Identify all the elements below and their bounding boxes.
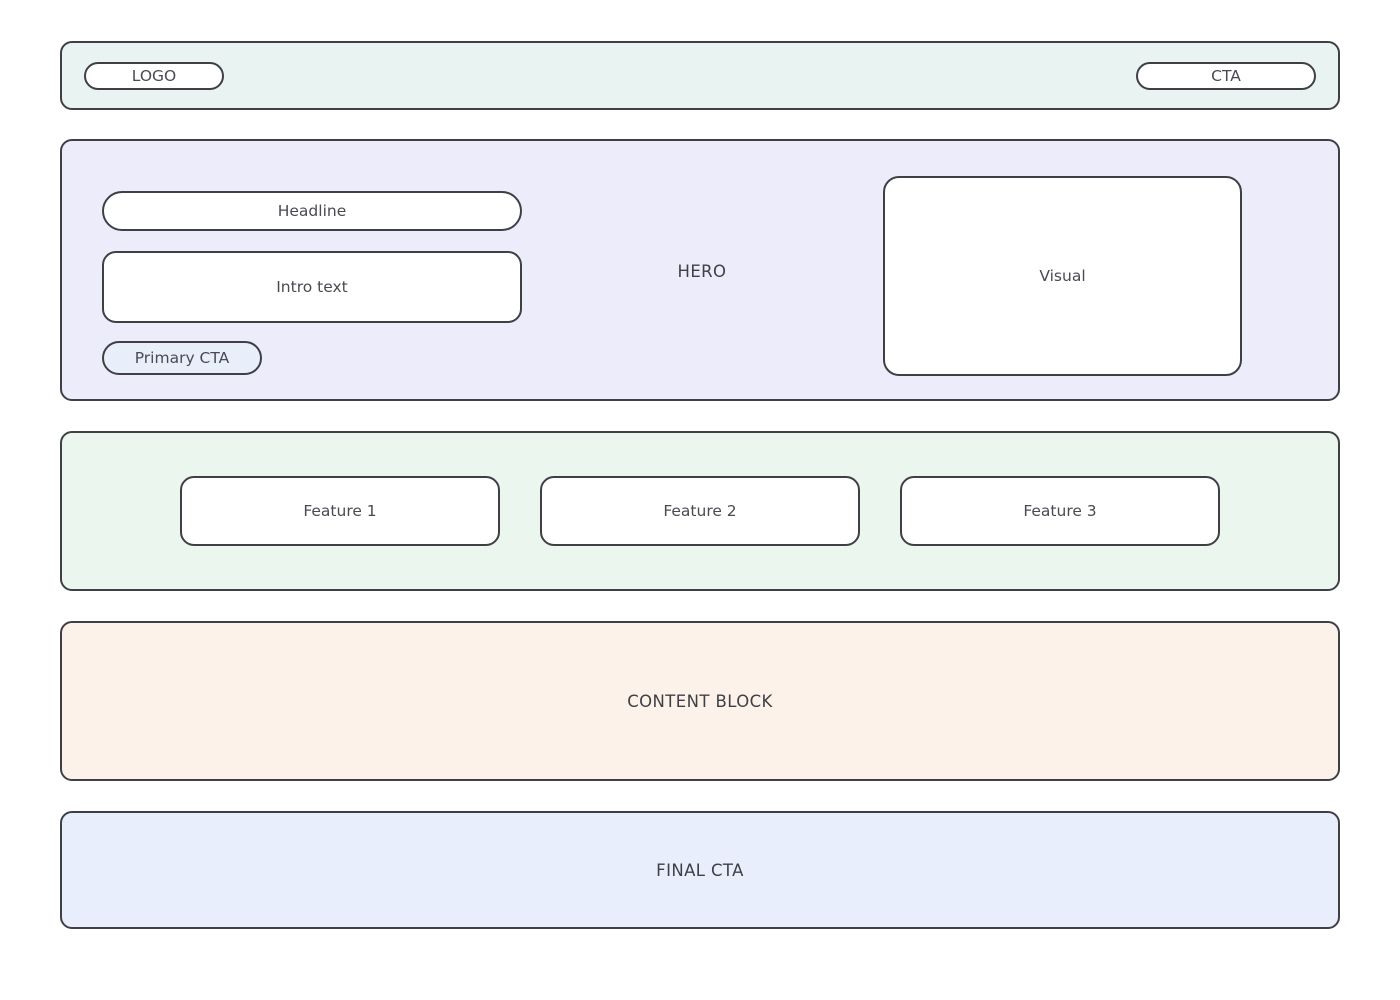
- hero-section: Headline Intro text Primary CTA HERO Vis…: [60, 139, 1340, 401]
- header-section: LOGO CTA: [60, 41, 1340, 110]
- feature-card-3-label: Feature 3: [1023, 502, 1097, 520]
- content-block-label: CONTENT BLOCK: [627, 691, 773, 711]
- hero-text-column: Headline Intro text Primary CTA: [102, 191, 524, 375]
- logo-label: LOGO: [131, 66, 177, 85]
- feature-card-1[interactable]: Feature 1: [180, 476, 500, 546]
- final-cta-label: FINAL CTA: [656, 860, 744, 880]
- hero-intro-placeholder: Intro text: [102, 251, 522, 323]
- feature-card-1-label: Feature 1: [303, 502, 377, 520]
- final-cta-section[interactable]: FINAL CTA: [60, 811, 1340, 929]
- hero-headline-label: Headline: [277, 202, 347, 220]
- hero-headline-placeholder: Headline: [102, 191, 522, 231]
- hero-visual-label: Visual: [1039, 267, 1086, 285]
- features-section: Feature 1 Feature 2 Feature 3: [60, 431, 1340, 591]
- hero-primary-cta-label: Primary CTA: [134, 349, 230, 367]
- hero-section-label: HERO: [677, 262, 727, 281]
- feature-card-2-label: Feature 2: [663, 502, 737, 520]
- content-block-section: CONTENT BLOCK: [60, 621, 1340, 781]
- hero-visual-placeholder: Visual: [883, 176, 1242, 376]
- header-cta-label: CTA: [1211, 66, 1241, 85]
- feature-card-3[interactable]: Feature 3: [900, 476, 1220, 546]
- logo-button[interactable]: LOGO: [84, 61, 224, 90]
- hero-intro-label: Intro text: [276, 278, 348, 296]
- hero-primary-cta-button[interactable]: Primary CTA: [102, 341, 262, 375]
- feature-card-2[interactable]: Feature 2: [540, 476, 860, 546]
- header-cta-button[interactable]: CTA: [1136, 61, 1316, 90]
